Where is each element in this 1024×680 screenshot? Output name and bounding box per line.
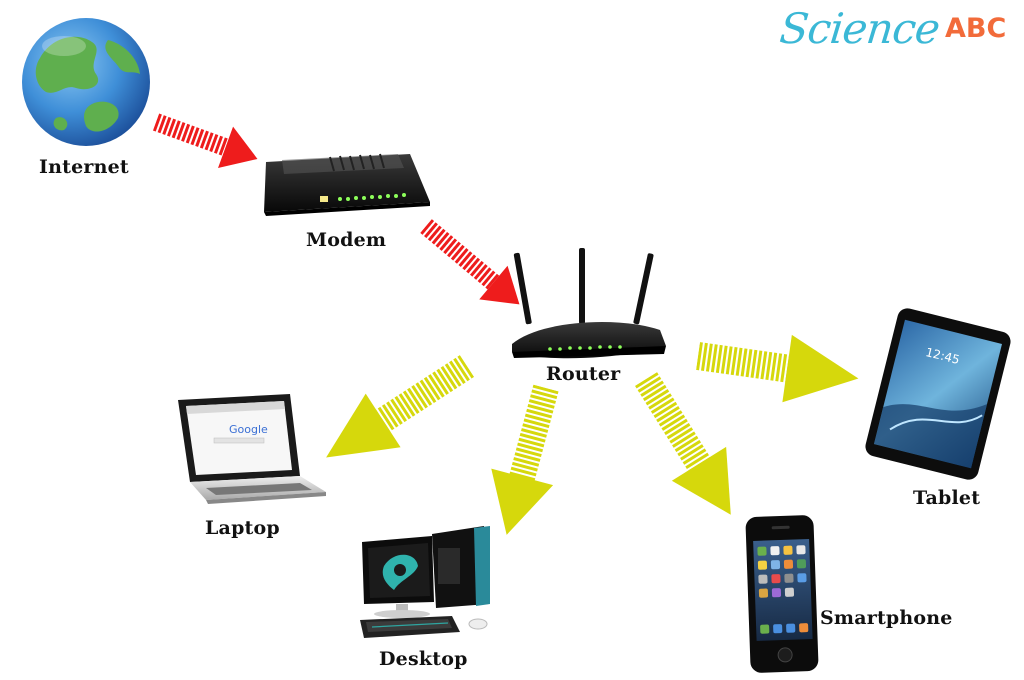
- logo-abc-text: ABC: [945, 13, 1007, 44]
- router-icon: [512, 248, 666, 359]
- laptop-icon: Google: [178, 394, 326, 504]
- modem-label: Modem: [306, 229, 387, 251]
- arrow-router-to-desktop: [491, 384, 559, 535]
- arrow-router-to-laptop: [326, 355, 475, 458]
- desktop-icon: [360, 526, 490, 638]
- globe-icon: [22, 18, 150, 146]
- internet-label: Internet: [39, 156, 129, 178]
- arrow-router-to-smartphone: [634, 372, 731, 515]
- laptop-label: Laptop: [205, 517, 280, 539]
- router-label: Router: [546, 363, 621, 385]
- tablet-label: Tablet: [913, 487, 981, 509]
- arrow-internet-to-modem: [152, 113, 258, 168]
- logo-science-text: Science: [777, 4, 942, 53]
- desktop-label: Desktop: [379, 648, 468, 670]
- tablet-icon: 12:45: [865, 308, 1011, 480]
- arrow-modem-to-router: [420, 219, 520, 305]
- modem-icon: [264, 153, 430, 216]
- smartphone-icon: [745, 515, 819, 673]
- smartphone-label: Smartphone: [820, 607, 953, 629]
- arrow-router-to-tablet: [696, 334, 859, 403]
- laptop-screen-google-text: Google: [229, 423, 268, 436]
